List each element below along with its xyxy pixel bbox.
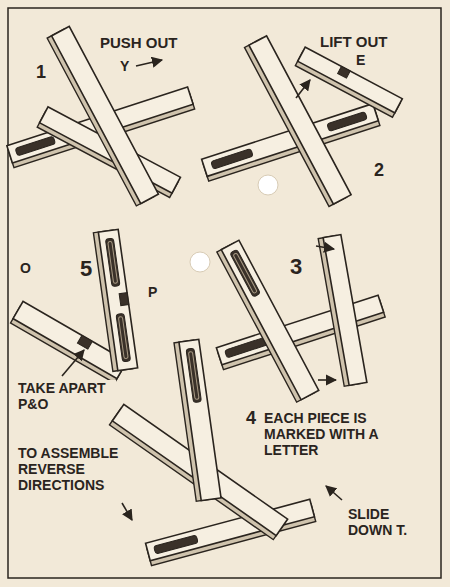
figure-two xyxy=(202,36,403,207)
piece-letter: O xyxy=(18,260,33,276)
punch-hole xyxy=(190,252,210,272)
figure-three xyxy=(216,235,385,403)
instruction-text: TO ASSEMBLE REVERSE DIRECTIONS xyxy=(16,445,132,493)
push-arrow xyxy=(136,60,162,66)
piece-letter: P xyxy=(146,284,159,300)
step-number: 2 xyxy=(372,160,386,181)
punch-hole xyxy=(258,175,278,195)
piece-letter: Y xyxy=(118,58,131,74)
instruction-text: PUSH OUT xyxy=(98,34,180,51)
instruction-text: LIFT OUT xyxy=(318,33,390,50)
step-number: 4 xyxy=(244,408,258,429)
card-border xyxy=(8,8,441,578)
figure-five xyxy=(11,229,138,383)
step-number: 5 xyxy=(78,256,94,281)
instruction-text: TAKE APART P&O xyxy=(16,380,116,412)
step-number: 3 xyxy=(288,254,304,279)
instruction-text: SLIDE DOWN T. xyxy=(346,506,430,538)
step-number: 1 xyxy=(34,62,48,83)
instruction-text: EACH PIECE IS MARKED WITH A LETTER xyxy=(262,410,384,458)
piece-letter: E xyxy=(354,52,367,68)
figure-one xyxy=(7,26,195,205)
